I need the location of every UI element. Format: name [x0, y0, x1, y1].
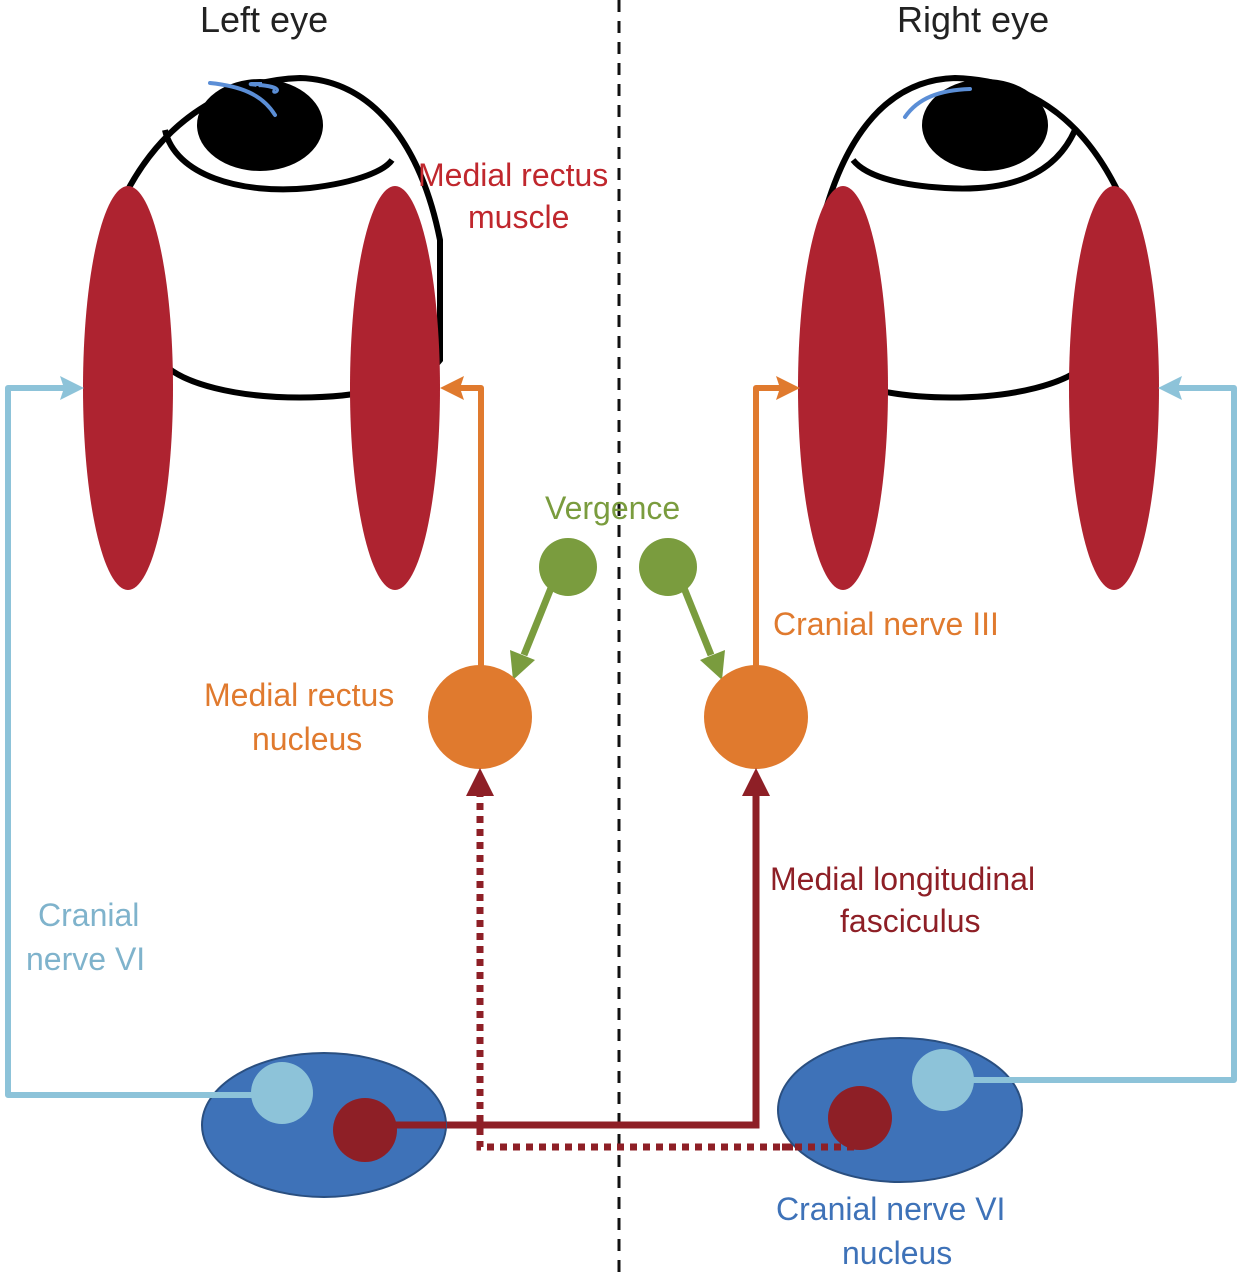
cranial-nerve-vi-label-line1: Cranial — [38, 897, 140, 933]
right-abducens-interneuron — [828, 1086, 892, 1150]
left-eye-title: Left eye — [200, 0, 329, 40]
left-cranial-nerve-vi-path — [5, 385, 282, 1098]
right-cranial-nerve-vi-path — [943, 385, 1237, 1083]
right-lid-crease — [850, 128, 1078, 192]
right-pupil — [922, 79, 1048, 171]
left-eye — [83, 74, 443, 590]
right-eye — [798, 74, 1159, 590]
right-vergence-neuron — [639, 538, 697, 596]
left-cornea-arc — [208, 81, 277, 117]
mlf-label-line2: fasciculus — [840, 903, 981, 939]
left-cornea-highlight — [248, 82, 279, 94]
left-abducens-motoneuron — [251, 1062, 313, 1124]
mlf-label-line1: Medial longitudinal — [770, 861, 1036, 897]
right-cranial-nerve-iii-path — [753, 385, 786, 688]
right-cn-vi-arrowhead — [1158, 376, 1182, 400]
right-medial-rectus-muscle — [798, 186, 888, 590]
mlf-dotted-path — [476, 795, 858, 1151]
left-medial-rectus-muscle — [350, 186, 440, 590]
left-vergence-arrow-line — [520, 581, 557, 657]
left-vergence-arrowhead — [510, 650, 535, 680]
medial-rectus-nucleus-label-line1: Medial rectus — [204, 677, 395, 713]
right-cn-iii-arrowhead — [776, 376, 800, 400]
left-cn-vi-arrowhead — [60, 376, 84, 400]
medial-rectus-nucleus-label-line2: nucleus — [252, 721, 363, 757]
right-abducens-motoneuron — [912, 1049, 974, 1111]
mlf-solid-arrowhead — [742, 768, 770, 796]
cranial-nerve-iii-label: Cranial nerve III — [773, 606, 999, 642]
right-eye-title: Right eye — [897, 0, 1050, 40]
right-lateral-rectus-muscle — [1069, 186, 1159, 590]
left-cn-iii-arrowhead — [440, 376, 464, 400]
left-abducens-interneuron — [333, 1098, 397, 1162]
medial-rectus-muscle-label-line1: Medial rectus — [418, 157, 609, 193]
left-vergence-neuron — [539, 538, 597, 596]
cn-vi-nucleus-label-line2: nucleus — [842, 1235, 953, 1271]
mlf-dotted-arrowhead — [466, 768, 494, 796]
left-lateral-rectus-muscle — [83, 186, 173, 590]
right-medial-rectus-nucleus — [704, 665, 808, 769]
left-lid-crease — [162, 129, 395, 193]
right-vergence-arrowhead — [700, 650, 725, 680]
right-cn-vi-nucleus — [777, 1037, 1023, 1183]
left-cranial-nerve-iii-path — [455, 385, 484, 688]
cn-vi-nucleus-label-line1: Cranial nerve VI — [776, 1191, 1006, 1227]
mlf-solid-path — [365, 790, 760, 1129]
left-medial-rectus-nucleus — [428, 665, 532, 769]
right-cornea-arc — [903, 87, 972, 119]
vergence-label: Vergence — [545, 490, 681, 526]
right-vergence-arrow-line — [678, 581, 715, 657]
cranial-nerve-vi-label-line2: nerve VI — [26, 941, 146, 977]
left-cn-vi-nucleus — [201, 1052, 447, 1198]
medial-rectus-muscle-label-line2: muscle — [468, 199, 570, 235]
left-pupil — [197, 79, 323, 171]
